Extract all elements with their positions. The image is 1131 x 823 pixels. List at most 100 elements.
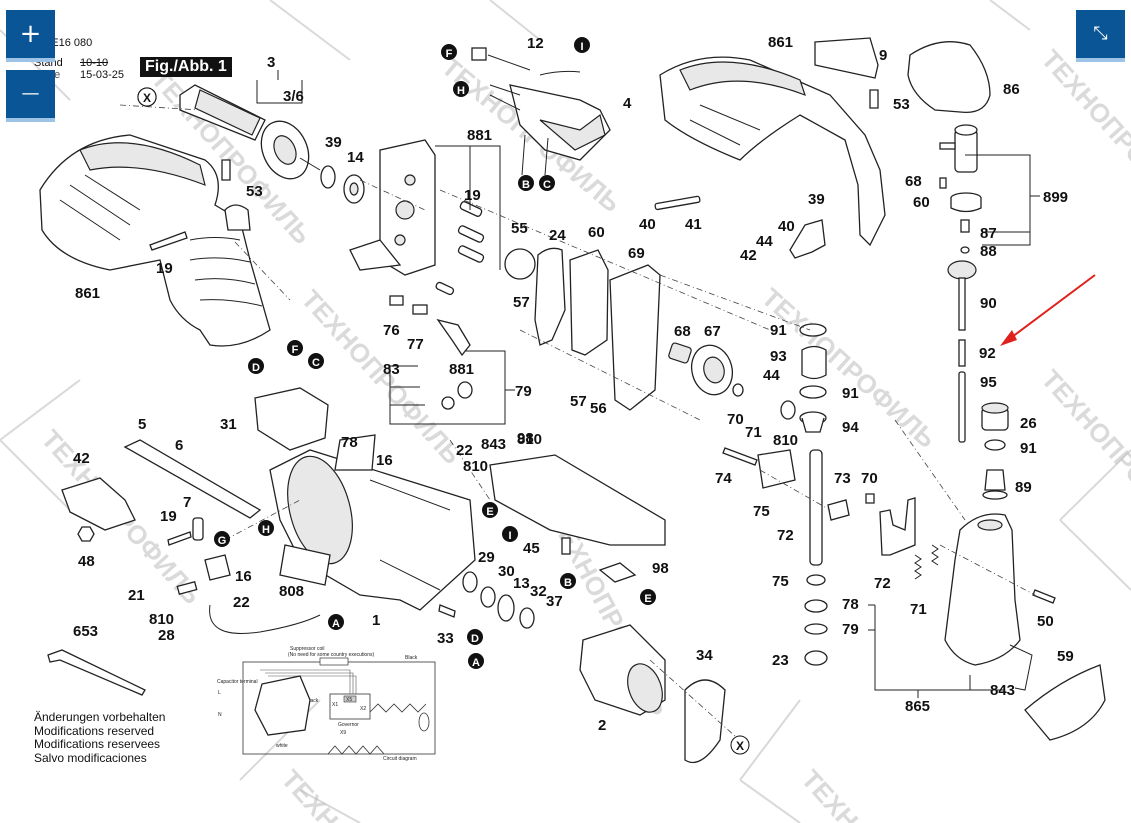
part-label: 60 <box>913 194 930 211</box>
washer-29 <box>462 571 478 593</box>
svg-text:H: H <box>457 85 465 97</box>
marker-A-low: A <box>468 653 484 669</box>
part-label: 843 <box>990 682 1015 699</box>
part-label: 861 <box>75 285 100 302</box>
figure-title: Fig./Abb. 1 <box>140 57 232 77</box>
front-housing <box>944 513 1021 666</box>
part-label: 1 <box>372 612 380 629</box>
part-label: 87 <box>980 225 997 242</box>
marker-D-low: D <box>467 629 483 645</box>
screw-19 <box>149 231 188 251</box>
svg-text:G: G <box>218 535 227 547</box>
kit-79-box <box>389 295 515 425</box>
part-label: 44 <box>763 367 780 384</box>
zoom-in-button[interactable]: + <box>6 10 55 62</box>
part-label: 50 <box>1037 613 1054 630</box>
svg-text:B: B <box>522 179 530 191</box>
part-label: 16 <box>376 452 393 469</box>
marker-E-mid: E <box>482 502 498 518</box>
svg-text:E: E <box>644 593 651 605</box>
bracket-68 <box>879 497 916 556</box>
zoom-out-button[interactable]: — <box>6 70 55 122</box>
part-label: 29 <box>478 549 495 566</box>
bearing-861 <box>780 400 796 420</box>
plate-24 <box>534 247 566 346</box>
part-label: 91 <box>1020 440 1037 457</box>
guide-71 <box>757 449 796 489</box>
marker-F-top: F <box>441 44 457 60</box>
stand-date: 10-10 <box>80 57 109 69</box>
part-label: 95 <box>980 374 997 391</box>
part-label: 16 <box>235 568 252 585</box>
part-label: 42 <box>740 247 757 264</box>
plus-icon: + <box>19 19 42 49</box>
svg-text:C: C <box>543 179 551 191</box>
part-label: 76 <box>383 322 400 339</box>
screw-33 <box>438 604 456 618</box>
exit-fullscreen-button[interactable]: ⤡ <box>1076 10 1125 62</box>
part-label: 78 <box>842 596 859 613</box>
part-label: 843 <box>481 436 506 453</box>
marker-X-top: X <box>137 87 157 107</box>
spring-67 <box>914 544 939 580</box>
plunger-group <box>947 260 977 443</box>
svg-text:E: E <box>486 506 493 518</box>
part-label: 69 <box>628 245 645 262</box>
part-label: 861 <box>768 34 793 51</box>
part-label: 71 <box>910 601 927 618</box>
part-label: 34 <box>696 647 713 664</box>
svg-text:D: D <box>252 362 260 374</box>
cable-5-6 <box>123 439 262 519</box>
marker-A-mid: A <box>328 614 344 630</box>
svg-text:ТЕХНОПРОФИЛЬ: ТЕХНОПРОФИЛЬ <box>276 764 448 823</box>
svg-text:I: I <box>580 41 583 53</box>
part-label: 91 <box>842 385 859 402</box>
part-label: 57 <box>570 393 587 410</box>
part-label: 75 <box>753 503 770 520</box>
part-label: 32 <box>530 583 547 600</box>
assembly-lines <box>119 104 1036 746</box>
part-label: 23 <box>772 652 789 669</box>
part-label: 810 <box>517 431 542 448</box>
part-label: 2 <box>598 717 606 734</box>
part-label: 653 <box>73 623 98 640</box>
part-label: 28 <box>158 627 175 644</box>
part-label: 40 <box>639 216 656 233</box>
part-label: 60 <box>588 224 605 241</box>
part-label: 19 <box>160 508 177 525</box>
marker-I-mid: I <box>502 526 518 542</box>
clip-98 <box>1009 644 1033 691</box>
svg-text:X9: X9 <box>340 730 346 736</box>
marker-B-low: B <box>560 573 576 589</box>
rod-69 <box>809 449 823 566</box>
part-label: 68 <box>905 173 922 190</box>
part-label: 45 <box>523 540 540 557</box>
svg-text:X5: X5 <box>346 697 352 703</box>
part-label: 9 <box>879 47 887 64</box>
svg-text:Suppressor coil: Suppressor coil <box>290 646 324 652</box>
collapse-arrows-icon: ⤡ <box>1093 23 1108 44</box>
bearing-13 <box>497 594 515 622</box>
marker-H-top: H <box>453 81 469 97</box>
part-label: 13 <box>513 575 530 592</box>
part-label: 90 <box>980 295 997 312</box>
part-label: 3 <box>267 54 275 71</box>
leader-lines <box>256 70 1040 698</box>
guide-assembly-899 <box>939 124 982 254</box>
cable-28 <box>209 604 321 634</box>
svg-text:F: F <box>292 344 299 356</box>
bushing-group-26-91-89 <box>981 402 1009 500</box>
part-label: 808 <box>279 583 304 600</box>
part-label: 55 <box>511 220 528 237</box>
needle-bearing-57 <box>668 342 692 364</box>
circuit-diagram: Suppressor coil (No need for some countr… <box>217 646 436 762</box>
part-label: 40 <box>778 218 795 235</box>
part-label: 88 <box>980 243 997 260</box>
part-label: 24 <box>549 227 566 244</box>
housing-right-97 <box>659 56 886 247</box>
part-label: 77 <box>407 336 424 353</box>
module-31 <box>254 387 329 451</box>
note-line: Salvo modificaciones <box>34 750 147 765</box>
part-label: 53 <box>893 96 910 113</box>
